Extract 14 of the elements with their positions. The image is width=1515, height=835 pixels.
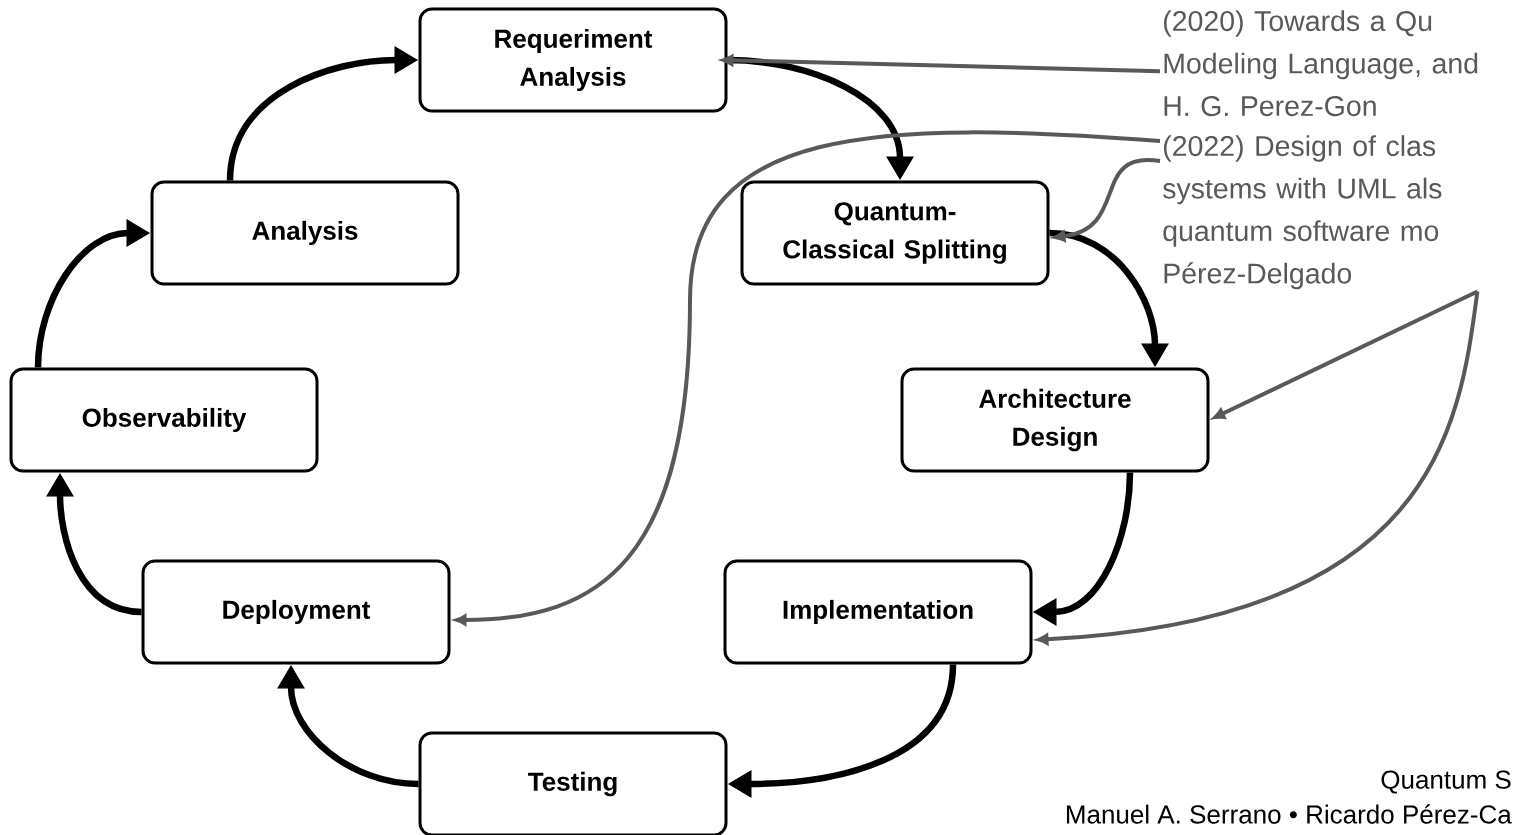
- arrow: [1053, 158, 1161, 242]
- process-box: Analysis: [150, 180, 460, 286]
- reference-text: (2020) Towards a Qu Modeling Language, and H. G. Perez-Gon: [1164, 10, 1478, 117]
- process-box: Deployment: [141, 559, 451, 665]
- process-box: Observability: [9, 367, 319, 473]
- process-box: Architecture Design: [900, 367, 1210, 473]
- reference-text: (2022) Design of clas systems with UML als quantum software mo Pérez-Delgado: [1163, 135, 1442, 290]
- citation-text: Quantum S: [1381, 770, 1511, 794]
- arrow: [454, 130, 1161, 626]
- process-box: Testing: [418, 731, 728, 835]
- citation-text: Manuel A. Serrano • Ricardo Pérez-Ca: [1067, 804, 1512, 824]
- process-box: Requeriment Analysis: [418, 7, 728, 113]
- process-box: Implementation: [723, 559, 1033, 665]
- process-box: Quantum-Classical Splitting: [740, 180, 1050, 286]
